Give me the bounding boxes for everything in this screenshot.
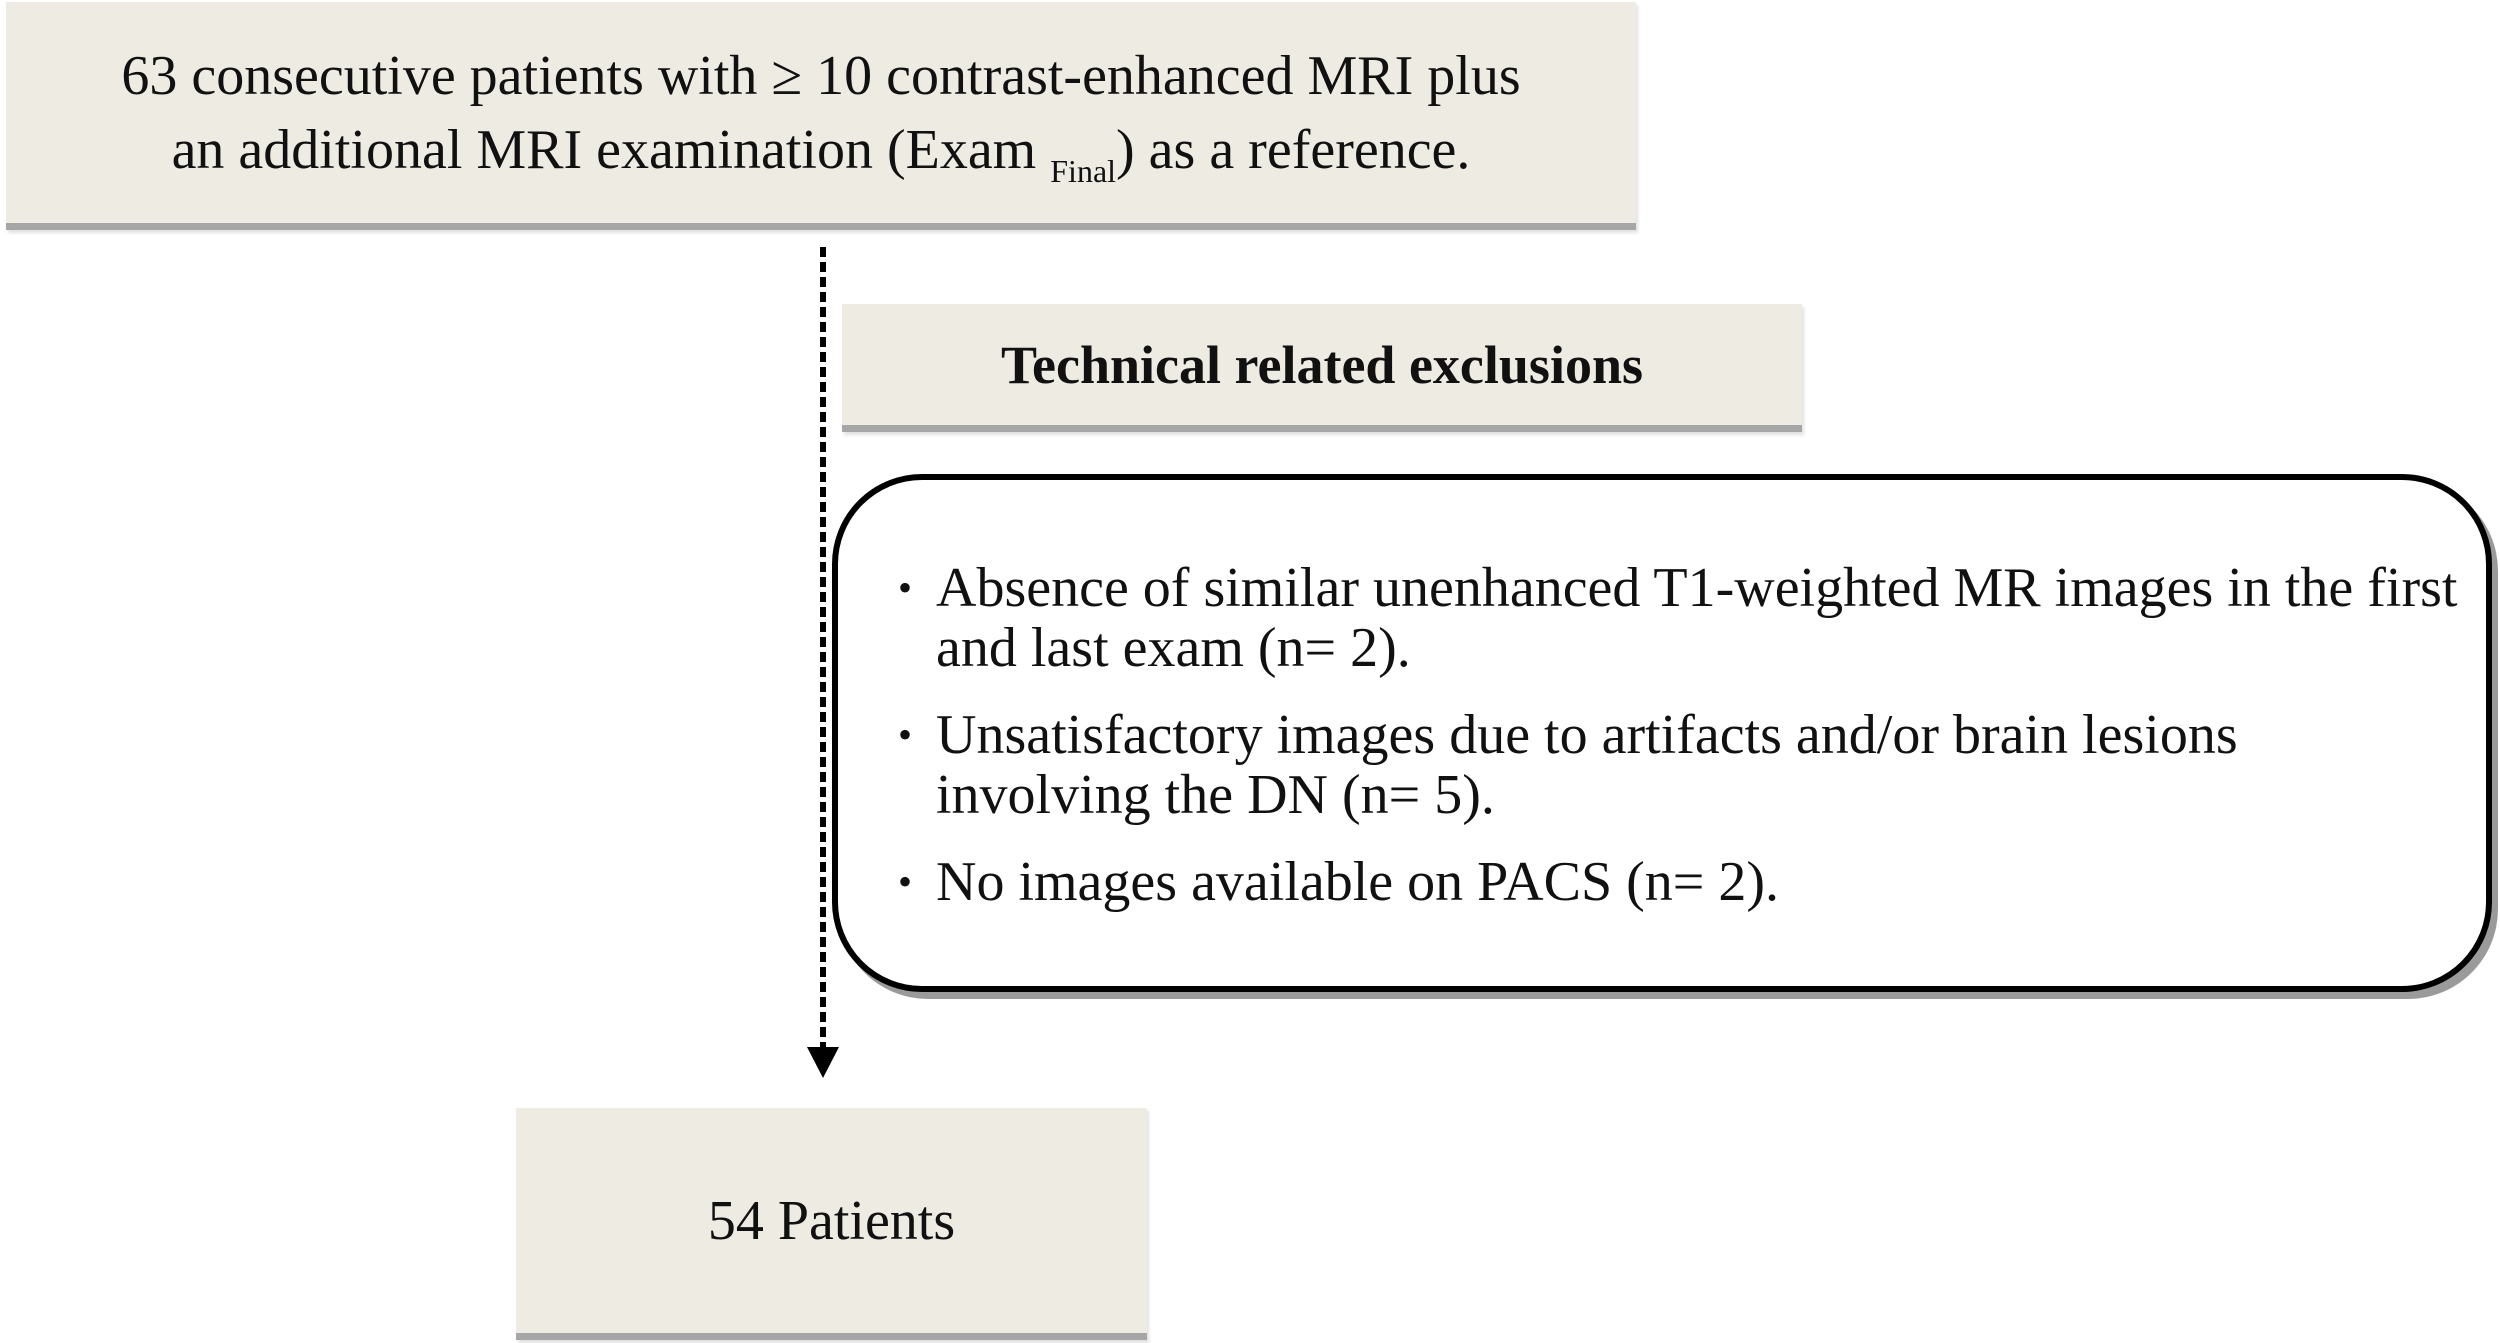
bullet-icon: • [898, 712, 913, 757]
exclusion-item-text: Unsatisfactory images due to artifacts a… [936, 704, 2238, 826]
exclusion-item: • No images available on PACS (n= 2). [898, 852, 2458, 912]
final-cohort-box: 54 Patients [516, 1108, 1147, 1340]
exam-final-subscript: Final [1050, 152, 1117, 189]
enrollment-line-2-suffix: ) as a reference. [1116, 118, 1471, 181]
exclusions-title-box: Technical related exclusions [842, 304, 1802, 432]
exclusion-item: • Unsatisfactory images due to artifacts… [898, 705, 2458, 825]
exclusions-list-box: • Absence of similar unenhanced T1-weigh… [832, 474, 2492, 992]
flow-arrow [807, 247, 839, 1078]
exclusions-list: • Absence of similar unenhanced T1-weigh… [898, 558, 2458, 939]
final-cohort-label: 54 Patients [707, 1189, 956, 1252]
exclusion-item-text: No images available on PACS (n= 2). [936, 851, 1779, 913]
arrowhead-icon [807, 1047, 839, 1078]
bullet-icon: • [898, 859, 913, 904]
exclusion-item: • Absence of similar unenhanced T1-weigh… [898, 558, 2458, 678]
exclusions-title: Technical related exclusions [1000, 334, 1643, 395]
bullet-icon: • [898, 565, 913, 610]
enrollment-line-2-prefix: an additional MRI examination (Exam [171, 118, 1051, 181]
enrollment-box: 63 consecutive patients with ≥ 10 contra… [6, 2, 1636, 230]
enrollment-line-2: an additional MRI examination (Exam Fina… [172, 113, 1471, 187]
exclusion-item-text: Absence of similar unenhanced T1-weighte… [936, 557, 2458, 679]
enrollment-line-1: 63 consecutive patients with ≥ 10 contra… [121, 44, 1521, 107]
